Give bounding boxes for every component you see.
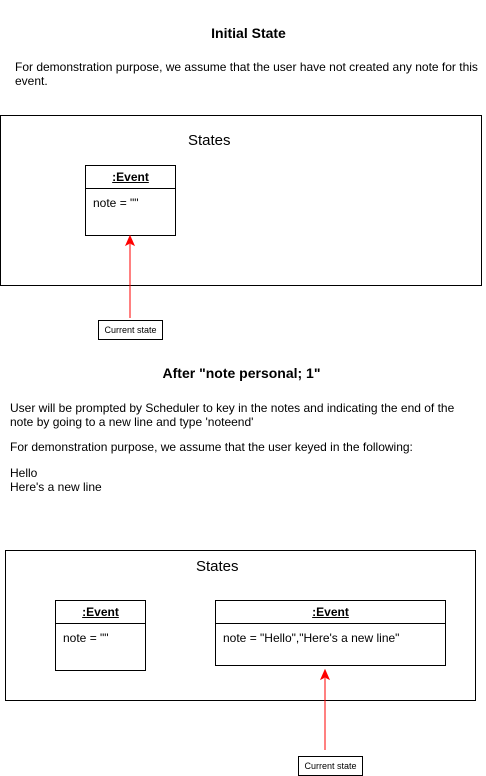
event-object-previous-name: :Event (56, 601, 145, 624)
input-line-1: Hello (10, 466, 38, 480)
section2-heading: After "note personal; 1" (162, 365, 321, 381)
current-state-label-1: Current state (98, 320, 163, 340)
states-frame-2-title: States (196, 558, 239, 575)
event-object-current-name: :Event (216, 601, 445, 624)
section2-description-assumption: For demonstration purpose, we assume tha… (10, 440, 413, 454)
event-object-initial: :Event note = "" (85, 165, 176, 236)
section1-description: For demonstration purpose, we assume tha… (15, 60, 478, 88)
event-object-current: :Event note = "Hello","Here's a new line… (215, 600, 446, 666)
current-state-arrow-1 (124, 234, 136, 318)
event-object-current-attribute: note = "Hello","Here's a new line" (223, 631, 400, 645)
event-object-previous: :Event note = "" (55, 600, 146, 671)
input-line-2: Here's a new line (10, 480, 102, 494)
event-object-previous-attribute: note = "" (63, 631, 109, 645)
states-frame-1-title: States (188, 132, 231, 149)
event-object-initial-attribute: note = "" (93, 196, 139, 210)
section1-heading: Initial State (211, 25, 286, 41)
current-state-arrow-2 (319, 668, 331, 750)
section2-description-prompt: User will be prompted by Scheduler to ke… (10, 401, 455, 429)
event-object-initial-name: :Event (86, 166, 175, 189)
states-frame-1 (0, 115, 482, 286)
